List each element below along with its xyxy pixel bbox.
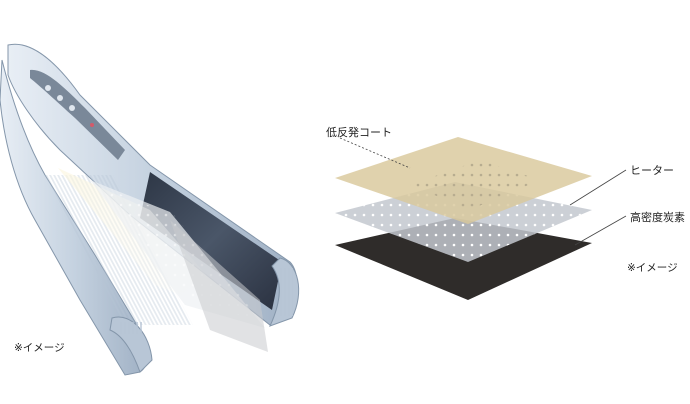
left-image-caption: ※イメージ [14, 342, 65, 354]
right-image-caption: ※イメージ [627, 262, 678, 274]
layer-diagram [335, 137, 627, 300]
heater-leader-line [569, 169, 627, 206]
heater-label: ヒーター [630, 164, 674, 177]
carbon-leader-line [574, 215, 627, 246]
coat-label: 低反発コート [326, 126, 392, 139]
carbon-label: 高密度炭素 [630, 211, 685, 224]
hair-iron-image [0, 43, 300, 376]
coat-leader-line [339, 137, 411, 169]
